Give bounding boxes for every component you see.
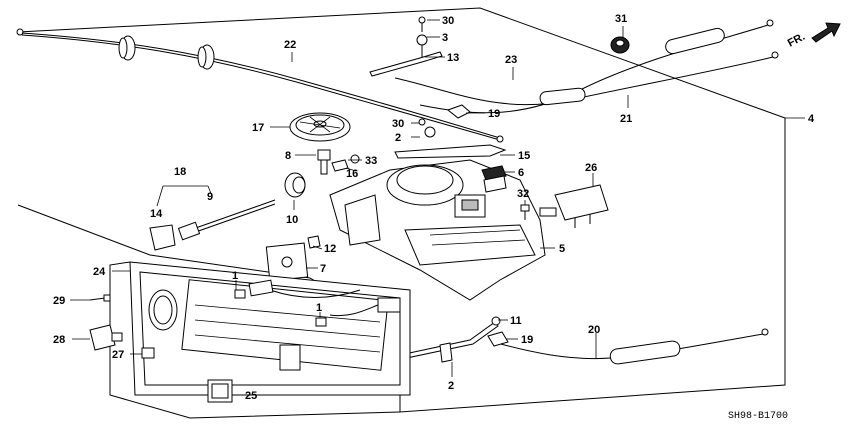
callout-1-right: 1	[316, 302, 322, 314]
callout-10: 10	[286, 214, 298, 226]
callout-30-mid: 30	[392, 118, 404, 130]
callout-8: 8	[285, 150, 291, 162]
clip-19-top	[446, 104, 471, 119]
washer-33	[350, 154, 360, 164]
lever-13	[369, 16, 443, 77]
screw-29	[89, 294, 111, 302]
clip-16	[331, 159, 349, 172]
harness-1	[234, 279, 401, 327]
cable-23	[394, 51, 779, 106]
callout-1-left: 1	[232, 270, 238, 282]
knob-14	[149, 224, 176, 251]
clip-27	[141, 347, 155, 359]
callout-20: 20	[588, 324, 600, 336]
callout-30-top: 30	[442, 15, 454, 27]
front-direction-label: FR.	[786, 31, 807, 50]
switch-26	[539, 184, 609, 228]
callout-13: 13	[447, 52, 459, 64]
callout-labels: 30 3 13 22 31 23 21 19 30 2 17 8 15 33 1…	[53, 13, 815, 402]
panel-frame	[109, 261, 401, 419]
callout-2-top: 2	[395, 132, 401, 144]
clip-6	[481, 165, 507, 193]
callout-31: 31	[615, 13, 627, 25]
gear-17	[289, 112, 351, 142]
callout-21: 21	[620, 113, 632, 125]
callout-23: 23	[505, 54, 517, 66]
leader-lines	[70, 19, 629, 396]
callout-17: 17	[252, 122, 264, 134]
callout-33: 33	[365, 155, 377, 167]
pin-8	[317, 149, 331, 175]
lever-11	[399, 316, 501, 363]
control-housing-5	[329, 159, 546, 301]
callout-9: 9	[207, 191, 213, 203]
callout-3: 3	[442, 32, 448, 44]
diagram-code: SH98-B1700	[728, 411, 788, 422]
lever-15	[394, 118, 507, 159]
clip-12	[307, 235, 321, 249]
callout-22: 22	[284, 39, 296, 51]
callout-6: 6	[518, 167, 524, 179]
callout-18: 18	[174, 166, 186, 178]
callout-24: 24	[93, 266, 106, 278]
cable-20	[496, 328, 769, 365]
cable-22	[16, 28, 504, 143]
grommet-31	[610, 36, 630, 54]
callout-26: 26	[585, 162, 597, 174]
callout-25: 25	[245, 390, 257, 402]
callout-4: 4	[808, 113, 815, 125]
plate-7	[265, 242, 309, 282]
callout-11: 11	[510, 315, 522, 327]
callout-19-top: 19	[488, 108, 500, 120]
cable-21	[419, 19, 774, 114]
callout-5: 5	[559, 243, 565, 255]
knob-28	[89, 324, 123, 351]
callout-29: 29	[53, 295, 65, 307]
callout-28: 28	[53, 334, 65, 346]
callout-2-bottom: 2	[448, 380, 454, 392]
button-25	[207, 379, 233, 403]
knob-10	[284, 172, 306, 198]
callout-19-bottom: 19	[521, 334, 533, 346]
callout-15: 15	[518, 150, 530, 162]
callout-7: 7	[320, 263, 326, 275]
callout-32: 32	[517, 188, 529, 200]
clip-19-bottom	[487, 331, 509, 347]
callout-12: 12	[324, 243, 336, 255]
shaft-9	[177, 199, 276, 241]
callout-27: 27	[112, 349, 124, 361]
front-direction-arrow: FR.	[786, 22, 841, 50]
callout-16: 16	[346, 168, 358, 180]
callout-14: 14	[150, 208, 163, 220]
